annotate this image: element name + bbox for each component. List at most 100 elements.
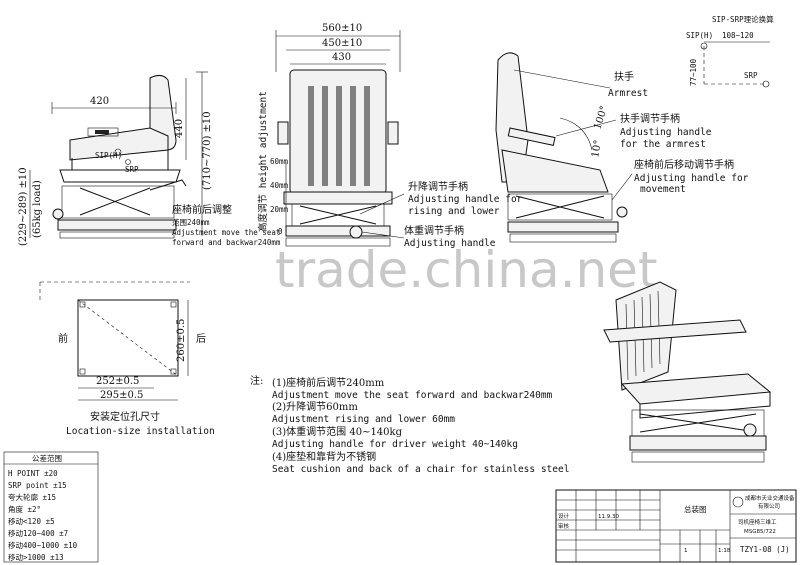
install-caption-cn: 安装定位孔尺寸 bbox=[90, 410, 160, 423]
dim-front-inner: 430 bbox=[332, 52, 351, 63]
sip-srp-box: SIP-SRP理论换算 SIP(H) 108~120 SRP 77~100 bbox=[686, 14, 774, 88]
dim-front-outer: 560±10 bbox=[322, 23, 362, 34]
install-caption-en: Location-size installation bbox=[66, 426, 215, 437]
sip-srp-hdim: 108~120 bbox=[722, 31, 754, 40]
dim-side-cushion-note: (65kg load) bbox=[32, 180, 43, 238]
tol-row-6: 移动120~400 ±7 bbox=[8, 528, 68, 538]
lift-handle-en-1: Adjusting handle for bbox=[408, 194, 523, 205]
tick-0: 0 bbox=[278, 227, 283, 236]
install-dim-295: 295±0.5 bbox=[100, 390, 143, 401]
move-handle-en-1: Adjusting handle for bbox=[634, 173, 749, 184]
front-armrest-right bbox=[387, 121, 399, 145]
note-1-cn: (1)座椅前后调节240mm bbox=[272, 376, 385, 389]
tick-60: 60mm bbox=[270, 157, 289, 166]
install-dim-v: 260±0.5 bbox=[176, 319, 187, 362]
angle-100: 100° bbox=[592, 105, 610, 131]
armrest-cn: 扶手 bbox=[614, 70, 634, 83]
weight-handle-cn: 体重调节手柄 bbox=[404, 224, 464, 237]
tb-date: 11.9.30 bbox=[598, 514, 619, 520]
tol-row-2: SRP point ±15 bbox=[8, 481, 67, 490]
right-base bbox=[507, 221, 619, 233]
tick-40: 40mm bbox=[270, 181, 289, 190]
mount-holes bbox=[79, 301, 177, 375]
weight-knob bbox=[349, 225, 363, 239]
side-armrest bbox=[87, 127, 119, 137]
fore-aft-en-1: Adjustment move the seat bbox=[172, 228, 280, 237]
notes-heading: 注: bbox=[250, 374, 263, 387]
tolerance-table: 公差范围 H POINT ±20 SRP point ±15 夸大轮廓 ±15 … bbox=[3, 451, 99, 563]
notes: 注: (1)座椅前后调节240mm Adjustment move the se… bbox=[250, 374, 569, 475]
install-rear-cn: 后 bbox=[196, 333, 206, 345]
arm-handle-cn: 扶手调节手柄 bbox=[620, 112, 680, 125]
sip-srp-title: SIP-SRP理论换算 bbox=[712, 14, 774, 24]
tb-drawing-no: TZY1-08 (J) bbox=[740, 545, 790, 554]
tick-20: 20mm bbox=[270, 205, 289, 214]
fore-aft-range-cn: 范围240mm bbox=[172, 217, 210, 227]
tol-row-5: 移动<120 ±5 bbox=[8, 516, 55, 526]
note-3-en: Adjusting handle for driver weight 40~14… bbox=[272, 439, 518, 450]
lift-handle-cn: 升降调节手柄 bbox=[408, 180, 468, 193]
tb-company-1: 成都市天业交通设备 bbox=[745, 494, 795, 502]
company-logo bbox=[732, 496, 744, 508]
backrest-slots bbox=[308, 86, 370, 186]
sip-marker bbox=[114, 148, 122, 156]
note-4-en: Seat cushion and back of a chair for sta… bbox=[272, 464, 569, 475]
move-handle-cn: 座椅前后移动调节手柄 bbox=[634, 158, 734, 171]
tb-product: 司机座椅三维工 bbox=[738, 518, 777, 526]
side-cushion bbox=[69, 127, 169, 161]
tb-qty: 1 bbox=[684, 548, 688, 554]
sip-srp-sip: SIP(H) bbox=[686, 31, 713, 40]
dim-side-cushion-height: (229~289) ±10 bbox=[18, 167, 29, 246]
fore-aft-cn: 座椅前后调整 bbox=[172, 203, 232, 216]
arm-handle-en-2: for the armrest bbox=[620, 139, 706, 150]
tol-row-8: 移动>1000 ±13 bbox=[8, 552, 64, 562]
note-1-en: Adjustment move the seat forward and bac… bbox=[272, 390, 553, 401]
note-3-cn: (3)体重调节范围 40~140kg bbox=[272, 425, 403, 438]
tb-designer: 设计 bbox=[558, 512, 570, 520]
note-2-en: Adjustment rising and lower 60mm bbox=[272, 414, 455, 425]
dim-front-middle: 450±10 bbox=[322, 38, 362, 49]
tol-row-1: H POINT ±20 bbox=[8, 469, 58, 478]
angle-10: 10° bbox=[590, 139, 604, 158]
lift-handle-en-2: rising and lower bbox=[408, 206, 500, 217]
armrest-en: Armrest bbox=[608, 88, 648, 99]
right-armrest bbox=[507, 127, 556, 146]
iso-armrest bbox=[603, 319, 747, 343]
note-2-cn: (2)升降调节60mm bbox=[272, 400, 358, 413]
sip-srp-srp: SRP bbox=[744, 71, 758, 80]
weight-handle-en: Adjusting handle bbox=[404, 238, 496, 249]
tb-company-2: 有限公司 bbox=[758, 502, 780, 510]
install-front-cn: 前 bbox=[58, 332, 68, 345]
move-handle-en-2: movement bbox=[640, 184, 686, 195]
srp-label: SRP bbox=[125, 165, 139, 174]
watermark: trade.china.net bbox=[275, 241, 658, 299]
dim-side-total-height: (710~770) ±10 bbox=[202, 111, 213, 190]
tol-row-3: 夸大轮廓 ±15 bbox=[8, 492, 56, 502]
side-view: SIP(H) SRP 420 440 (710~770) ±10 (229~28… bbox=[18, 71, 281, 247]
arm-handle-en-1: Adjusting handle bbox=[620, 127, 712, 138]
note-4-cn: (4)座垫和靠背为不锈钢 bbox=[272, 450, 376, 463]
srp-marker bbox=[125, 159, 131, 165]
tb-total-drawing: 总装图 bbox=[684, 504, 707, 514]
dim-side-height: 440 bbox=[174, 119, 185, 138]
sip-srp-vdim: 77~100 bbox=[689, 58, 698, 86]
iso-base bbox=[629, 435, 767, 451]
tol-row-7: 移动400~1000 ±10 bbox=[8, 540, 78, 550]
front-armrest-left bbox=[277, 121, 289, 145]
tb-scale: 1:18 bbox=[718, 548, 731, 554]
install-diagram: 前 后 260±0.5 252±0.5 295±0.5 安装定位孔尺寸 Loca… bbox=[39, 281, 215, 437]
side-base bbox=[57, 219, 177, 231]
iso-seat bbox=[603, 281, 772, 463]
install-rect bbox=[77, 299, 179, 377]
right-view: 100° 10° 扶手 Armrest 扶手调节手柄 Adjusting han… bbox=[495, 52, 749, 243]
tb-checker: 审核 bbox=[558, 522, 570, 530]
right-cushion bbox=[501, 149, 609, 193]
dim-side-width: 420 bbox=[90, 96, 109, 107]
fore-aft-en-2: forward and backwar240mm bbox=[172, 238, 281, 247]
front-cushion bbox=[283, 191, 393, 205]
install-dim-252: 252±0.5 bbox=[96, 376, 139, 387]
title-block: 设计 审核 11.9.30 总装图 1 1:18 成都市天业交通设备 有限公司 … bbox=[555, 489, 797, 563]
tol-row-4: 角度 ±2° bbox=[8, 504, 41, 514]
front-view: 560±10 450±10 430 高度调节 height adjustment… bbox=[257, 23, 523, 249]
